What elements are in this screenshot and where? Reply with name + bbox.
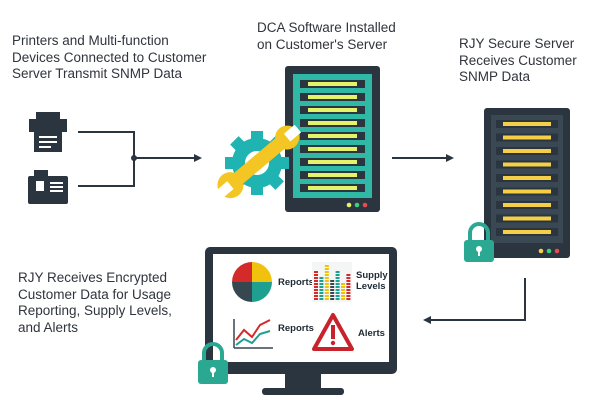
printers-caption: Printers and Multi-function Devices Conn… (12, 33, 207, 81)
supply-levels-label: Supply Levels (356, 270, 390, 292)
rjy-server-icon (484, 108, 570, 258)
multifunction-printer-icon (28, 170, 68, 204)
dca-caption: DCA Software Installed on Customer's Ser… (257, 20, 396, 52)
printer-icon (29, 112, 67, 152)
pie-chart-icon (232, 262, 272, 302)
bar-chart-icon (312, 262, 352, 302)
gear-wrench-icon (214, 124, 302, 200)
warning-triangle-icon (312, 313, 354, 351)
padlock-icon (198, 342, 228, 384)
dca-server-icon (285, 66, 380, 212)
alerts-label: Alerts (358, 328, 385, 339)
reports-label-1: Reports (278, 277, 314, 288)
padlock-icon (464, 222, 494, 262)
device-connector-lines (78, 131, 135, 187)
reports-label-2: Reports (278, 323, 314, 334)
line-chart-icon (233, 319, 273, 349)
rjy-receives-caption: RJY Receives Encrypted Customer Data for… (18, 270, 172, 335)
return-arrow (423, 278, 526, 324)
rjy-server-caption: RJY Secure Server Receives Customer SNMP… (459, 36, 577, 84)
